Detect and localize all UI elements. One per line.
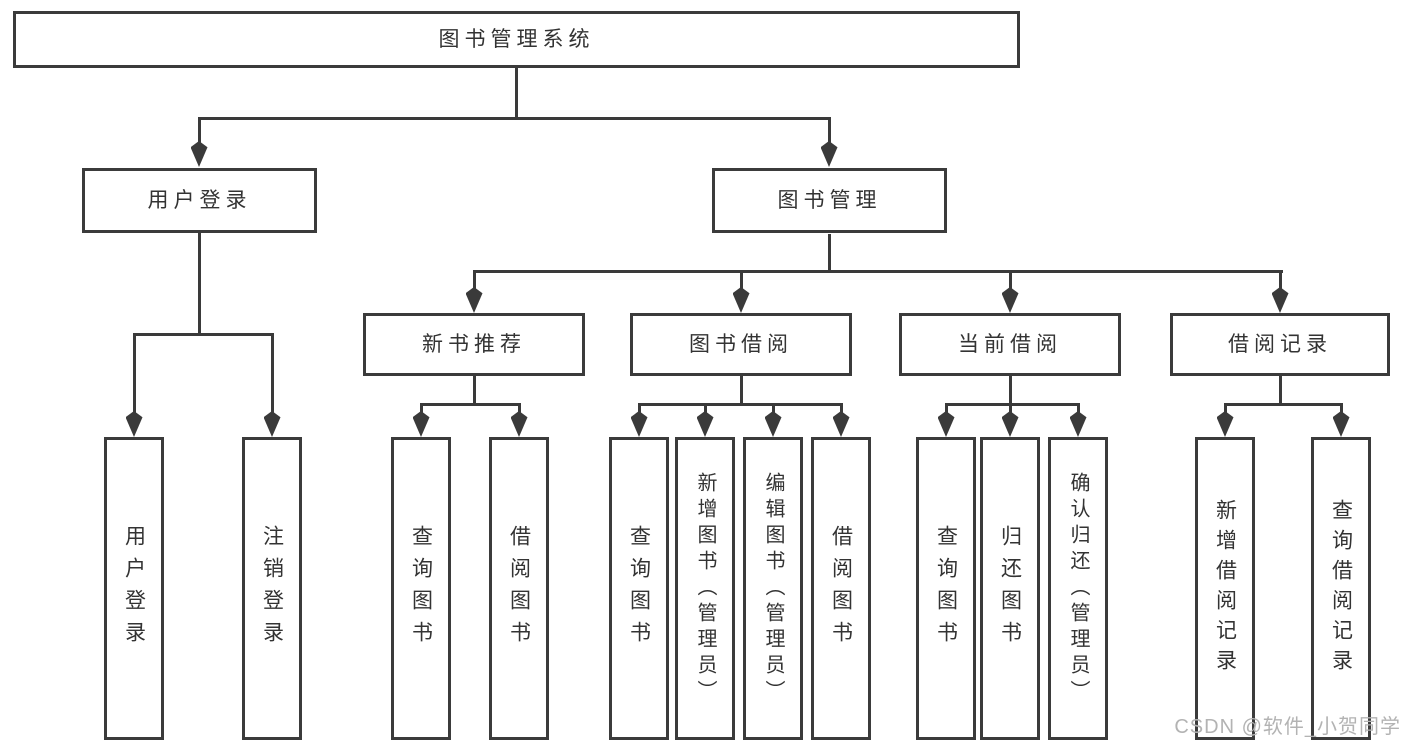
connector-line-vertical — [828, 118, 831, 144]
arrow-down-icon — [190, 141, 208, 167]
connector-line-vertical — [840, 405, 843, 415]
leaf-current-query-books: 查询图书 — [916, 437, 976, 740]
leaf-borrowing-query-books: 查询图书 — [609, 437, 669, 740]
connector-line-horizontal — [133, 333, 274, 336]
connector-line-vertical — [1009, 405, 1012, 415]
arrow-down-icon — [263, 411, 281, 437]
leaf-query-borrow-record: 查询借阅记录 — [1311, 437, 1371, 740]
leaf-borrowing-query-books-label: 查询图书 — [627, 524, 651, 653]
leaf-user-login-label: 用户登录 — [122, 524, 146, 653]
leaf-return-books-label: 归还图书 — [998, 524, 1022, 653]
arrow-down-icon — [412, 411, 430, 437]
leaf-newbooks-borrow-books: 借阅图书 — [489, 437, 549, 740]
node-user-login-group: 用户登录 — [82, 168, 317, 233]
leaf-current-query-books-label: 查询图书 — [934, 524, 958, 653]
leaf-add-borrow-record-label: 新增借阅记录 — [1213, 498, 1237, 679]
connector-line-vertical — [198, 118, 201, 144]
connector-line-vertical — [828, 234, 831, 272]
connector-line-vertical — [473, 376, 476, 405]
leaf-query-borrow-record-label: 查询借阅记录 — [1329, 498, 1353, 679]
node-borrowing-records-label: 借阅记录 — [1228, 333, 1332, 356]
connector-line-vertical — [515, 68, 518, 119]
connector-line-horizontal — [638, 403, 843, 406]
arrow-down-icon — [510, 411, 528, 437]
connector-line-vertical — [740, 376, 743, 405]
leaf-confirm-return-admin-label: 确认归还（管理员） — [1067, 471, 1089, 706]
node-current-borrowing: 当前借阅 — [899, 313, 1121, 376]
connector-line-vertical — [518, 405, 521, 415]
arrow-down-icon — [937, 411, 955, 437]
leaf-add-books-admin: 新增图书（管理员） — [675, 437, 735, 740]
leaf-borrowing-borrow-books: 借阅图书 — [811, 437, 871, 740]
node-book-management-label: 图书管理 — [777, 189, 882, 212]
leaf-borrowing-borrow-books-label: 借阅图书 — [829, 524, 853, 653]
arrow-down-icon — [764, 411, 782, 437]
connector-line-vertical — [271, 335, 274, 415]
node-book-management: 图书管理 — [712, 168, 947, 233]
leaf-add-borrow-record: 新增借阅记录 — [1195, 437, 1255, 740]
connector-line-vertical — [1340, 405, 1343, 415]
connector-line-vertical — [473, 272, 476, 291]
arrow-down-icon — [1069, 411, 1087, 437]
connector-line-vertical — [1009, 376, 1012, 405]
node-library-system-label: 图书管理系统 — [438, 28, 595, 51]
leaf-edit-books-admin-label: 编辑图书（管理员） — [762, 471, 784, 706]
leaf-logout-label: 注销登录 — [260, 524, 284, 653]
node-borrowing-records: 借阅记录 — [1170, 313, 1390, 376]
arrow-down-icon — [732, 287, 750, 313]
leaf-user-login: 用户登录 — [104, 437, 164, 740]
arrow-down-icon — [630, 411, 648, 437]
connector-line-vertical — [1077, 405, 1080, 415]
arrow-down-icon — [832, 411, 850, 437]
leaf-newbooks-query-books-label: 查询图书 — [409, 524, 433, 653]
connector-line-horizontal — [473, 270, 1283, 273]
node-library-system: 图书管理系统 — [13, 11, 1020, 68]
leaf-logout: 注销登录 — [242, 437, 302, 740]
node-user-login-group-label: 用户登录 — [147, 189, 252, 212]
arrow-down-icon — [1332, 411, 1350, 437]
arrow-down-icon — [1001, 287, 1019, 313]
connector-line-vertical — [1279, 376, 1282, 405]
node-new-book-recommend: 新书推荐 — [363, 313, 585, 376]
node-new-book-recommend-label: 新书推荐 — [422, 333, 526, 356]
connector-line-vertical — [420, 405, 423, 415]
arrow-down-icon — [1216, 411, 1234, 437]
connector-line-vertical — [638, 405, 641, 415]
connector-line-horizontal — [945, 403, 1080, 406]
connector-line-horizontal — [198, 117, 831, 120]
connector-line-vertical — [740, 272, 743, 291]
arrow-down-icon — [125, 411, 143, 437]
connector-line-vertical — [1279, 272, 1282, 291]
connector-line-vertical — [1009, 272, 1012, 291]
leaf-confirm-return-admin: 确认归还（管理员） — [1048, 437, 1108, 740]
connector-line-horizontal — [420, 403, 521, 406]
arrow-down-icon — [1001, 411, 1019, 437]
leaf-add-books-admin-label: 新增图书（管理员） — [694, 471, 716, 706]
csdn-watermark: CSDN @软件_小贺同学 — [1174, 716, 1401, 738]
arrow-down-icon — [696, 411, 714, 437]
node-current-borrowing-label: 当前借阅 — [958, 333, 1062, 356]
leaf-newbooks-borrow-books-label: 借阅图书 — [507, 524, 531, 653]
connector-line-vertical — [704, 405, 707, 415]
connector-line-horizontal — [1224, 403, 1343, 406]
leaf-newbooks-query-books: 查询图书 — [391, 437, 451, 740]
arrow-down-icon — [465, 287, 483, 313]
connector-line-vertical — [133, 335, 136, 415]
connector-line-vertical — [772, 405, 775, 415]
arrow-down-icon — [1271, 287, 1289, 313]
node-book-borrowing-label: 图书借阅 — [689, 333, 793, 356]
node-book-borrowing: 图书借阅 — [630, 313, 852, 376]
connector-line-vertical — [1224, 405, 1227, 415]
leaf-return-books: 归还图书 — [980, 437, 1040, 740]
connector-line-vertical — [198, 233, 201, 335]
connector-line-vertical — [945, 405, 948, 415]
leaf-edit-books-admin: 编辑图书（管理员） — [743, 437, 803, 740]
arrow-down-icon — [820, 141, 838, 167]
